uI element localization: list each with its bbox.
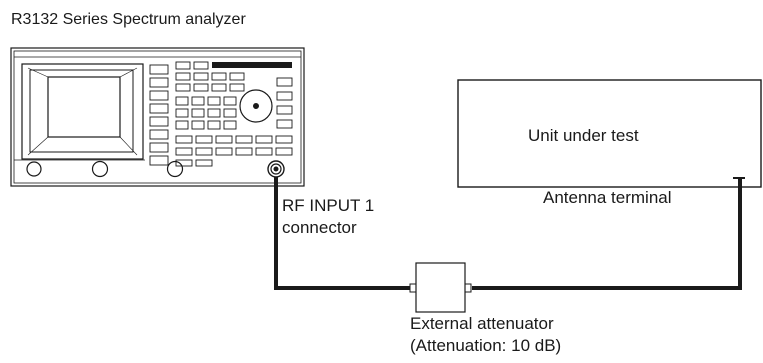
front-knob-3: [166, 160, 184, 178]
rf-input-connector: [267, 160, 285, 178]
rf-input-connector-label: connector: [282, 218, 357, 237]
rotary-knob: [239, 89, 273, 123]
front-knob-1: [26, 161, 42, 177]
front-knob-2: [91, 160, 109, 178]
cable-attenuator-to-unit: [472, 178, 742, 290]
attenuation-value-label: (Attenuation: 10 dB): [410, 336, 562, 355]
unit-under-test-box: [457, 79, 762, 188]
cable-analyzer-to-attenuator: [274, 177, 410, 290]
control-keys: [175, 61, 293, 167]
spectrum-analyzer: [10, 47, 305, 187]
analyzer-title: R3132 Series Spectrum analyzer: [11, 11, 246, 28]
antenna-terminal-label: Antenna terminal: [543, 188, 672, 207]
external-attenuator: [409, 262, 472, 313]
rf-input-label: RF INPUT 1: [282, 196, 375, 215]
soft-key-column: [149, 64, 169, 166]
analyzer-screen: [21, 63, 144, 160]
attenuator-label: External attenuator: [410, 314, 554, 333]
unit-under-test-label: Unit under test: [528, 126, 639, 145]
